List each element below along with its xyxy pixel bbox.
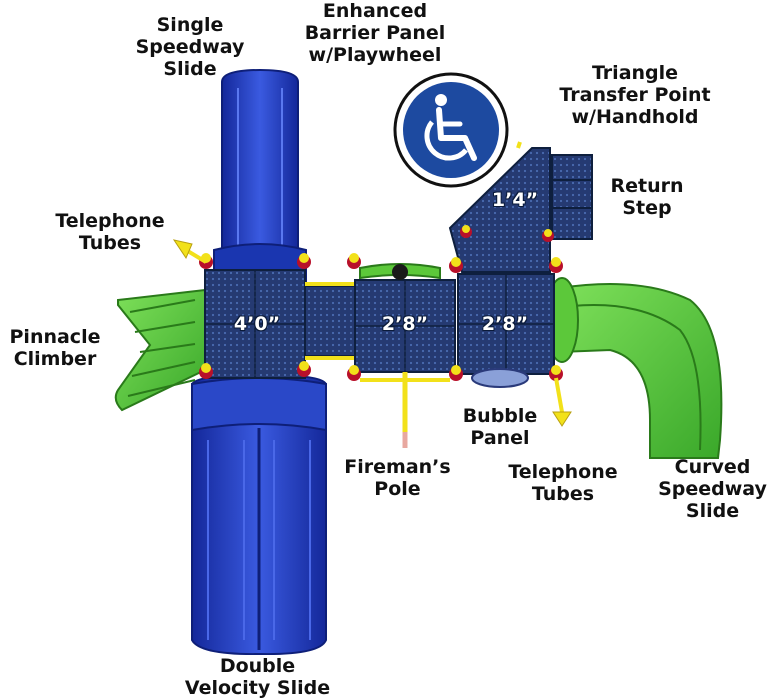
post	[347, 365, 361, 381]
deck-height-right: 2’8”	[481, 313, 529, 335]
post	[549, 365, 563, 381]
telephone-tube-right	[552, 377, 572, 427]
deck-height-left: 4’0”	[233, 313, 281, 335]
post	[549, 257, 563, 273]
post	[460, 225, 472, 238]
label-telephone-tubes-left: Telephone Tubes	[55, 210, 165, 254]
pinnacle-climber	[114, 288, 206, 412]
single-speedway-slide	[213, 68, 307, 284]
return-step	[551, 154, 593, 240]
bubble-panel	[471, 368, 529, 388]
label-single-speedway-slide: Single Speedway Slide	[135, 14, 245, 80]
label-curved-speedway-slide: Curved Speedway Slide	[658, 456, 767, 522]
label-return-step: Return Step	[610, 175, 684, 219]
double-velocity-slide	[191, 374, 327, 656]
wheelchair-accessibility-icon	[393, 72, 509, 188]
post	[297, 253, 311, 269]
post	[449, 257, 463, 273]
post	[297, 361, 311, 377]
firemans-pole	[360, 372, 450, 448]
label-triangle-transfer-point: Triangle Transfer Point w/Handhold	[559, 62, 711, 128]
telephone-tube-left	[172, 239, 208, 264]
label-firemans-pole: Fireman’s Pole	[344, 456, 451, 500]
curved-speedway-slide	[545, 277, 723, 459]
label-bubble-panel: Bubble Panel	[462, 405, 538, 449]
label-enhanced-barrier-panel: Enhanced Barrier Panel w/Playwheel	[304, 0, 446, 66]
label-telephone-tubes-right: Telephone Tubes	[508, 461, 618, 505]
label-double-velocity-slide: Double Velocity Slide	[184, 655, 331, 699]
post	[347, 253, 361, 269]
posts	[199, 225, 563, 381]
deck-height-triangle: 1’4”	[491, 189, 539, 211]
post	[199, 363, 213, 379]
post	[449, 365, 463, 381]
barrier-panel-playwheel	[359, 263, 441, 280]
deck-height-middle: 2’8”	[381, 313, 429, 335]
post	[542, 229, 554, 242]
deck-right	[457, 273, 555, 375]
label-pinnacle-climber: Pinnacle Climber	[9, 326, 101, 370]
bridge	[304, 282, 356, 360]
